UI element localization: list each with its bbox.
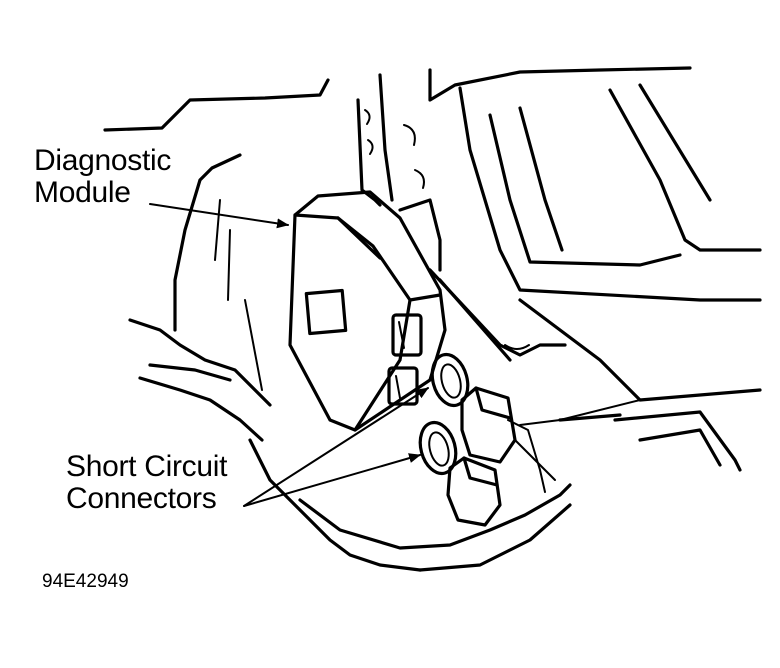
mounting-bracket: [356, 73, 567, 362]
figure-code: 94E42949: [42, 571, 129, 592]
wiring-harness: [128, 153, 572, 572]
label-diagnostic-module-line1: Diagnostic: [34, 144, 172, 177]
dash-panel-outline: [103, 66, 762, 472]
pointer-arrows: [149, 203, 429, 507]
label-diagnostic-module: Diagnostic Module: [34, 144, 172, 210]
label-diagnostic-module-line2: Module: [34, 176, 131, 210]
short-circuit-connectors: [418, 352, 641, 527]
arrow-connector-upper: [243, 387, 429, 507]
diagnostic-module: [288, 190, 447, 432]
arrow-connector-lower: [243, 453, 421, 507]
label-short-circuit-connectors: Short Circuit Connectors: [66, 450, 228, 516]
label-short-circuit-line2: Connectors: [66, 482, 217, 516]
label-short-circuit-line1: Short Circuit: [66, 450, 228, 483]
arrow-diagnostic-module: [149, 203, 289, 229]
